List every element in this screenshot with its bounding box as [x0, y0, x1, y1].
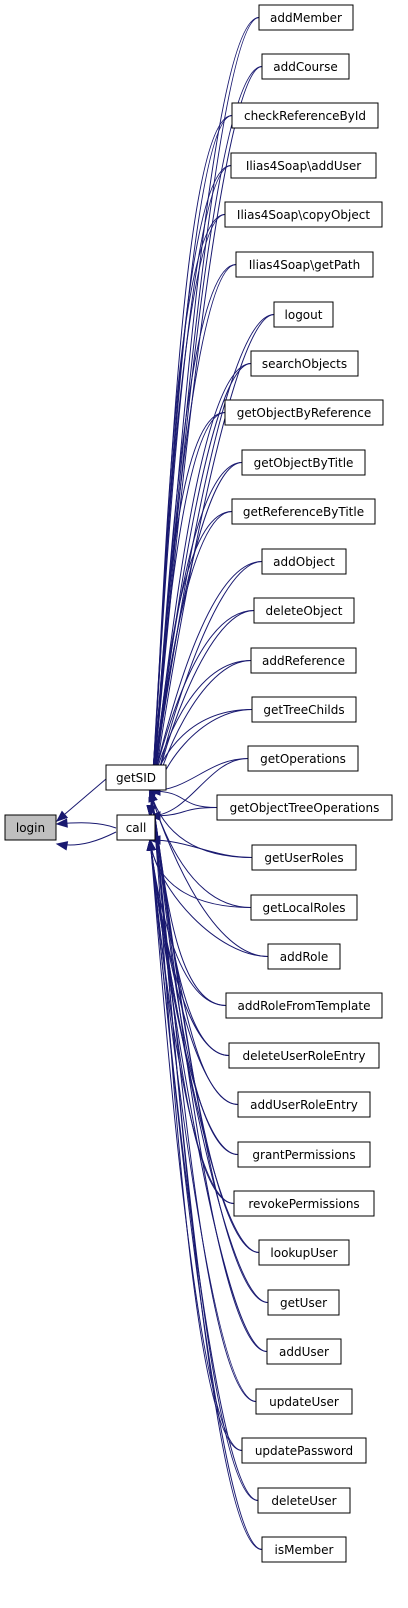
node-label: getObjectByTitle: [254, 456, 354, 470]
node-getreferencebytitle[interactable]: getReferenceByTitle: [231, 498, 376, 525]
edge-getuserroles-to-call: [148, 835, 253, 858]
node-label: getUser: [280, 1296, 327, 1310]
node-grantpermissions[interactable]: grantPermissions: [237, 1141, 371, 1168]
edge-revokepermissions-to-getsid: [148, 789, 235, 1204]
node-revokepermissions[interactable]: revokePermissions: [233, 1190, 375, 1217]
node-label-login: login: [16, 821, 45, 835]
node-deleteobject[interactable]: deleteObject: [253, 597, 355, 624]
node-lookupuser[interactable]: lookupUser: [258, 1239, 350, 1266]
node-addreference[interactable]: addReference: [250, 647, 357, 674]
edge-call-to-login-lower: [55, 831, 117, 851]
edge-call-to-login-upper: [55, 818, 117, 829]
node-adduser[interactable]: addUser: [266, 1338, 342, 1365]
node-checkreferencebyid[interactable]: checkReferenceById: [231, 102, 379, 129]
node-call[interactable]: call: [116, 814, 156, 841]
node-getoperations[interactable]: getOperations: [247, 745, 359, 772]
nodes-layer: login getSID call addMember addCourse chec…: [4, 4, 393, 1563]
node-addrole[interactable]: addRole: [267, 943, 341, 970]
node-getobjecttreeoperations[interactable]: getObjectTreeOperations: [216, 794, 393, 821]
node-label: isMember: [275, 1543, 334, 1557]
node-addobject[interactable]: addObject: [261, 548, 347, 575]
node-addmember[interactable]: addMember: [258, 4, 354, 31]
node-ilias4soap-copyobject[interactable]: Ilias4Soap\copyObject: [224, 201, 383, 228]
node-label: getTreeChilds: [263, 703, 344, 717]
node-label: deleteUser: [271, 1494, 336, 1508]
node-gettreechilds[interactable]: getTreeChilds: [251, 696, 357, 723]
node-label: searchObjects: [262, 357, 347, 371]
node-label: logout: [285, 308, 323, 322]
node-label: addUser: [279, 1345, 329, 1359]
edge-getsid-to-login: [55, 778, 107, 822]
node-updateuser[interactable]: updateUser: [255, 1388, 353, 1415]
node-label-getSID: getSID: [116, 771, 156, 785]
node-addrolefromtemplate[interactable]: addRoleFromTemplate: [225, 992, 383, 1019]
edge-ismember-to-call: [146, 838, 263, 1550]
node-getuserroles[interactable]: getUserRoles: [251, 844, 357, 871]
node-label: getReferenceByTitle: [243, 505, 364, 519]
node-getuser[interactable]: getUser: [267, 1289, 340, 1316]
node-label: getOperations: [260, 752, 346, 766]
node-label: revokePermissions: [248, 1197, 359, 1211]
node-ismember[interactable]: isMember: [261, 1536, 347, 1563]
node-searchobjects[interactable]: searchObjects: [250, 350, 359, 377]
node-label: addCourse: [273, 60, 337, 74]
node-label: addRole: [280, 950, 328, 964]
node-getobjectbyreference[interactable]: getObjectByReference: [224, 399, 384, 426]
edge-ismember-to-getsid: [148, 789, 263, 1550]
node-label: lookupUser: [270, 1246, 337, 1260]
node-deleteuser[interactable]: deleteUser: [257, 1487, 351, 1514]
node-adduserroleentry[interactable]: addUserRoleEntry: [237, 1091, 371, 1118]
node-label: getLocalRoles: [263, 901, 346, 915]
node-label: updatePassword: [255, 1444, 353, 1458]
node-label: addObject: [273, 555, 335, 569]
node-label: Ilias4Soap\getPath: [249, 258, 361, 272]
node-label: addMember: [270, 11, 342, 25]
node-label: deleteObject: [266, 604, 343, 618]
node-label: checkReferenceById: [244, 109, 366, 123]
node-label: addRoleFromTemplate: [238, 999, 371, 1013]
node-updatepassword[interactable]: updatePassword: [241, 1437, 367, 1464]
node-label: getObjectByReference: [237, 406, 372, 420]
node-label: deleteUserRoleEntry: [243, 1049, 366, 1063]
node-login[interactable]: login: [4, 814, 57, 841]
node-deleteuserroleentry[interactable]: deleteUserRoleEntry: [228, 1042, 380, 1069]
node-ilias4soap-getpath[interactable]: Ilias4Soap\getPath: [235, 251, 374, 278]
node-addcourse[interactable]: addCourse: [261, 53, 350, 80]
node-label: updateUser: [269, 1395, 339, 1409]
node-label: addUserRoleEntry: [250, 1098, 358, 1112]
node-label: addReference: [262, 654, 345, 668]
node-getobjectbytitle[interactable]: getObjectByTitle: [241, 449, 366, 476]
node-label: Ilias4Soap\copyObject: [237, 208, 370, 222]
node-label-call: call: [126, 821, 147, 835]
node-label: Ilias4Soap\addUser: [246, 159, 361, 173]
node-label: grantPermissions: [252, 1148, 355, 1162]
node-ilias4soap-adduser[interactable]: Ilias4Soap\addUser: [230, 152, 377, 179]
node-getlocalroles[interactable]: getLocalRoles: [250, 894, 358, 921]
edges-layer: [55, 17, 275, 1550]
node-getSID[interactable]: getSID: [105, 764, 167, 791]
node-label: getObjectTreeOperations: [230, 801, 380, 815]
node-label: getUserRoles: [264, 851, 343, 865]
node-logout[interactable]: logout: [273, 301, 334, 328]
